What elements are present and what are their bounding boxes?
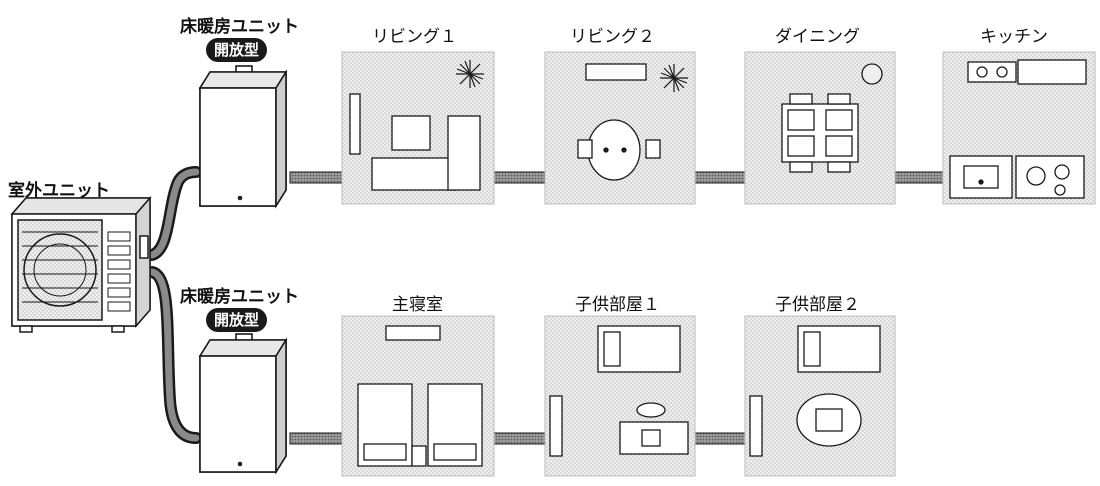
- master-bedroom-furniture: [357, 325, 483, 467]
- outdoor-unit-label: 室外ユニット: [8, 181, 110, 201]
- child-room1-furniture: [549, 325, 689, 457]
- room-label-child-room1: 子供部屋１: [575, 295, 660, 315]
- heater-unit-bottom-illustration: [198, 333, 288, 475]
- room-label-living1: リビング１: [372, 27, 457, 47]
- heater-unit-top-label: 床暖房ユニット: [180, 17, 299, 37]
- room-label-dining: ダイニング: [775, 27, 860, 47]
- pipes: [146, 166, 202, 444]
- outdoor-unit-illustration: [10, 196, 152, 333]
- heater-unit-bottom-label: 床暖房ユニット: [180, 287, 299, 307]
- room-label-child-room2: 子供部屋２: [775, 295, 860, 315]
- room-label-master-bedroom: 主寝室: [392, 295, 443, 315]
- open-type-badge-top: 開放型: [206, 38, 268, 62]
- dining-furniture: [781, 63, 883, 173]
- heater-unit-top-illustration: [198, 65, 288, 209]
- living1-furniture: [349, 60, 484, 191]
- room-label-living2: リビング２: [570, 27, 655, 47]
- kitchen-furniture: [949, 59, 1087, 199]
- room-label-kitchen: キッチン: [980, 27, 1048, 47]
- open-type-badge-bottom: 開放型: [206, 308, 268, 332]
- living2-furniture: [577, 63, 688, 181]
- child-room2-furniture: [749, 325, 881, 457]
